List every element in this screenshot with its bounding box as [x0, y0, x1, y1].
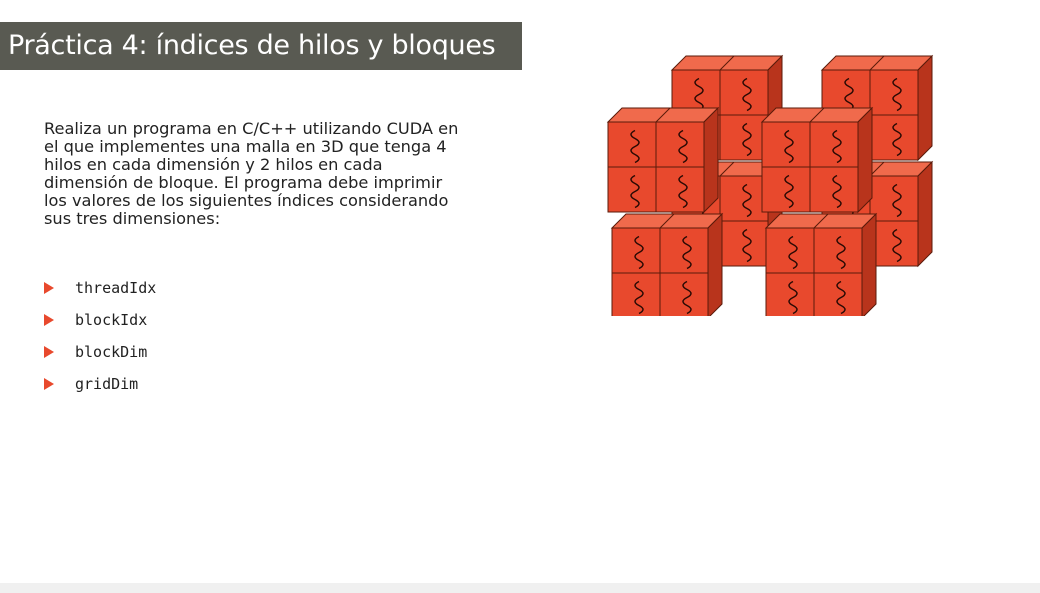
thread-squiggle-icon	[630, 174, 640, 209]
block-top-divider	[869, 161, 885, 177]
block-side-face	[857, 106, 873, 214]
thread-cell	[761, 121, 811, 168]
thread-cell	[655, 121, 705, 168]
block-top-divider	[719, 55, 735, 71]
thread-cell	[813, 227, 863, 274]
thread-squiggle-icon	[634, 280, 644, 315]
bullet-item-threadidx: threadIdx	[44, 272, 156, 304]
block-side-face	[707, 212, 723, 316]
thread-squiggle-icon	[682, 280, 692, 315]
thread-cell	[869, 175, 919, 222]
block-top-divider	[659, 213, 675, 229]
triangle-bullet-icon	[44, 314, 54, 326]
triangle-bullet-icon	[44, 378, 54, 390]
thread-cell	[813, 272, 863, 316]
thread-cell	[809, 121, 859, 168]
block-top-divider	[655, 107, 671, 123]
thread-squiggle-icon	[832, 174, 842, 209]
thread-squiggle-icon	[892, 122, 902, 157]
thread-squiggle-icon	[634, 235, 644, 270]
block-top-divider	[813, 213, 829, 229]
thread-cell	[765, 272, 815, 316]
thread-grid-cubes-icon	[606, 54, 934, 316]
thread-cell	[607, 166, 657, 213]
block-side-face	[861, 212, 877, 316]
thread-squiggle-icon	[832, 129, 842, 164]
thread-cell	[611, 227, 661, 274]
bullet-label: gridDim	[75, 375, 139, 393]
thread-cell	[809, 166, 859, 213]
triangle-bullet-icon	[44, 282, 54, 294]
thread-squiggle-icon	[694, 77, 704, 112]
thread-cell	[719, 114, 769, 161]
thread-squiggle-icon	[742, 122, 752, 157]
thread-squiggle-icon	[788, 280, 798, 315]
thread-squiggle-icon	[742, 228, 752, 263]
block-top-divider	[719, 161, 735, 177]
bullet-list: threadIdx blockIdx blockDim gridDim	[44, 272, 156, 400]
bullet-label: threadIdx	[75, 279, 157, 297]
bullet-item-blockidx: blockIdx	[44, 304, 156, 336]
thread-cell	[719, 69, 769, 116]
thread-cell	[611, 272, 661, 316]
thread-cell	[659, 272, 709, 316]
thread-squiggle-icon	[892, 183, 902, 218]
thread-squiggle-icon	[892, 228, 902, 263]
thread-cell	[719, 220, 769, 267]
thread-cell	[761, 166, 811, 213]
thread-squiggle-icon	[892, 77, 902, 112]
block-side-face	[917, 160, 933, 268]
thread-squiggle-icon	[630, 129, 640, 164]
thread-cell	[607, 121, 657, 168]
thread-cell	[655, 166, 705, 213]
thread-squiggle-icon	[844, 77, 854, 112]
bullet-label: blockDim	[75, 343, 148, 361]
title-bar: Práctica 4: índices de hilos y bloques	[0, 22, 522, 70]
block-top-divider	[869, 55, 885, 71]
thread-cell	[659, 227, 709, 274]
thread-squiggle-icon	[742, 77, 752, 112]
block-top-divider	[809, 107, 825, 123]
thread-squiggle-icon	[836, 235, 846, 270]
thread-squiggle-icon	[682, 235, 692, 270]
thread-cell	[869, 69, 919, 116]
thread-squiggle-icon	[788, 235, 798, 270]
thread-cell	[719, 175, 769, 222]
thread-squiggle-icon	[784, 129, 794, 164]
slide-body-text: Realiza un programa en C/C++ utilizando …	[44, 119, 459, 228]
thread-squiggle-icon	[678, 129, 688, 164]
bullet-item-griddim: gridDim	[44, 368, 156, 400]
thread-squiggle-icon	[784, 174, 794, 209]
thread-squiggle-icon	[836, 280, 846, 315]
slide-title: Práctica 4: índices de hilos y bloques	[8, 30, 496, 61]
thread-squiggle-icon	[678, 174, 688, 209]
thread-cell	[765, 227, 815, 274]
bullet-item-blockdim: blockDim	[44, 336, 156, 368]
block-side-face	[703, 106, 719, 214]
bullet-label: blockIdx	[75, 311, 148, 329]
block-side-face	[917, 54, 933, 162]
triangle-bullet-icon	[44, 346, 54, 358]
thread-squiggle-icon	[742, 183, 752, 218]
thread-cell	[869, 220, 919, 267]
thread-cell	[869, 114, 919, 161]
bottom-strip	[0, 583, 1040, 593]
